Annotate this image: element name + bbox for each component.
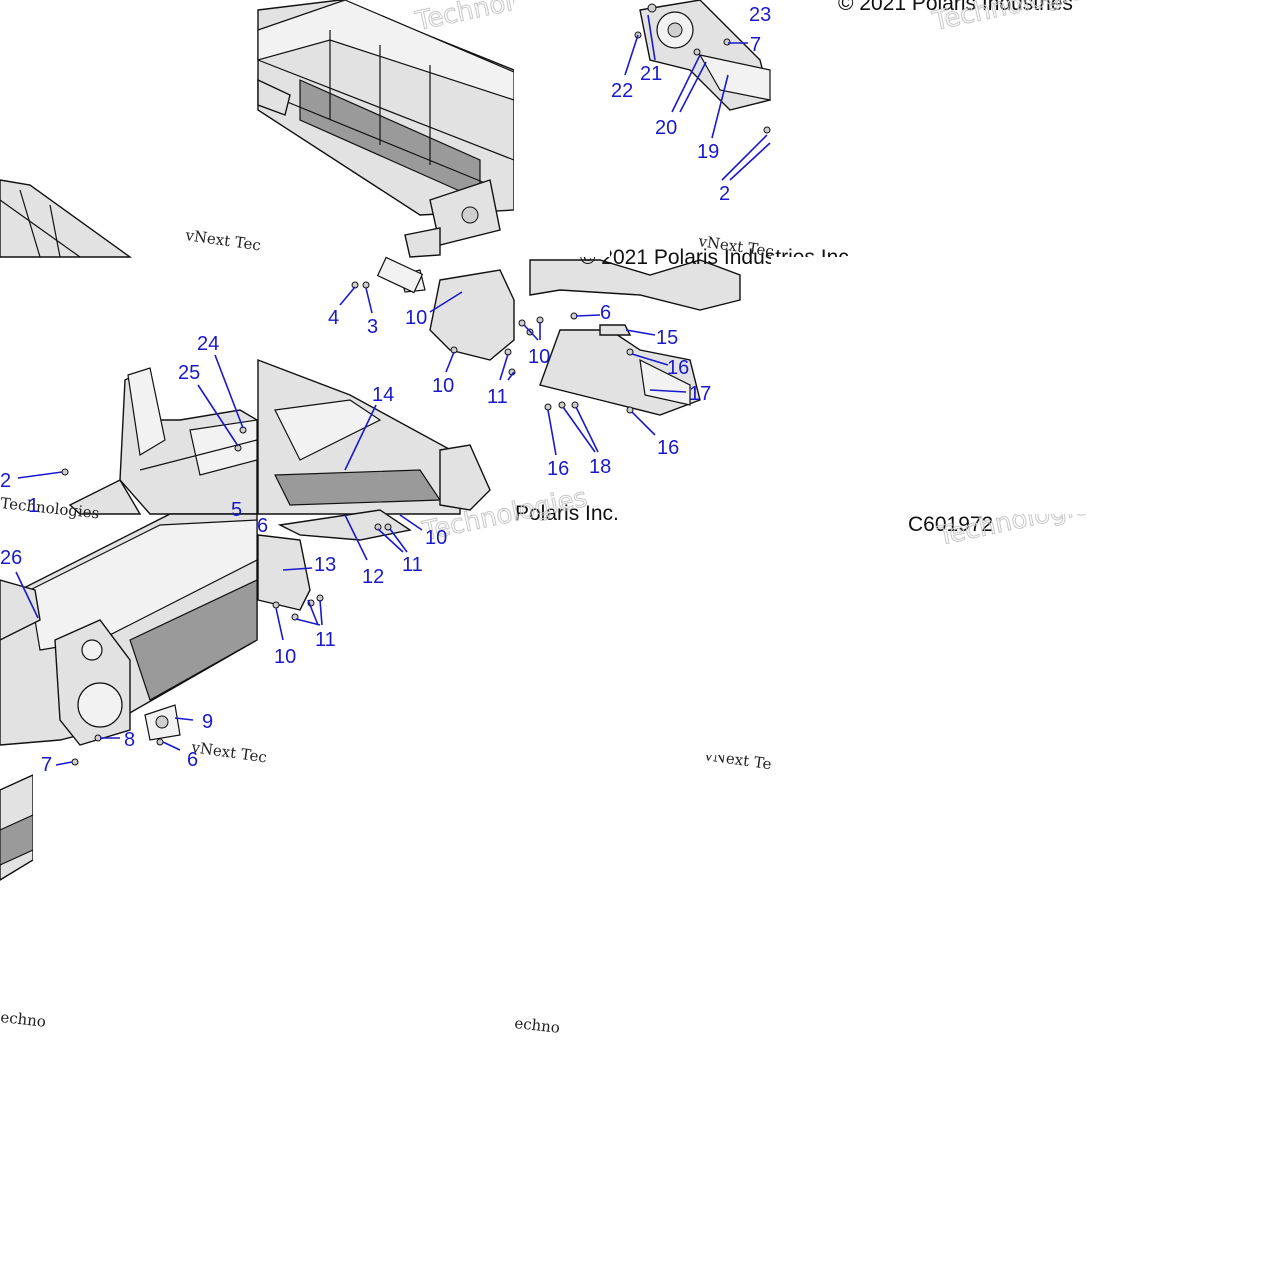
callout-23: 23 bbox=[749, 4, 771, 26]
callout-10: 10 bbox=[405, 307, 427, 329]
callout-8: 8 bbox=[124, 729, 135, 751]
watermark: vNext Tec bbox=[183, 226, 262, 255]
copyright-text-top: © 2021 Polaris Industries bbox=[838, 0, 1073, 15]
frame-rail-top bbox=[257, 0, 515, 258]
callout-19: 19 bbox=[697, 141, 719, 163]
callout-7: 7 bbox=[750, 34, 761, 56]
callout-6: 6 bbox=[187, 749, 198, 771]
blank-region bbox=[33, 771, 514, 1001]
callouts-tile-b bbox=[624, 14, 771, 181]
callout-26: 26 bbox=[0, 547, 22, 569]
tunnel-front bbox=[0, 513, 258, 766]
callout-20: 20 bbox=[655, 117, 677, 139]
callout-9: 9 bbox=[202, 711, 213, 733]
callout-22: 22 bbox=[611, 80, 633, 102]
callout-16: 16 bbox=[657, 437, 679, 459]
blank-region bbox=[0, 0, 257, 175]
blank-region bbox=[771, 545, 1285, 1285]
callout-10: 10 bbox=[432, 375, 454, 397]
callout-5: 5 bbox=[231, 499, 242, 521]
front-bulkhead bbox=[61, 367, 258, 515]
diagram-code: C601972 bbox=[908, 513, 993, 536]
callout-7: 7 bbox=[41, 754, 52, 776]
callout-18: 18 bbox=[589, 456, 611, 478]
callout-16: 16 bbox=[547, 458, 569, 480]
callout-21: 21 bbox=[640, 63, 662, 85]
callout-14: 14 bbox=[372, 384, 394, 406]
callout-15: 15 bbox=[656, 327, 678, 349]
callout-6: 6 bbox=[257, 515, 268, 537]
callout-6: 6 bbox=[600, 302, 611, 324]
callout-24: 24 bbox=[197, 333, 219, 355]
callout-10: 10 bbox=[425, 527, 447, 549]
callout-25: 25 bbox=[178, 362, 200, 384]
copyright-text-partial: Polaris Inc. bbox=[515, 502, 619, 525]
callouts-tile-d bbox=[339, 286, 515, 471]
callout-12: 12 bbox=[362, 566, 384, 588]
blank-region bbox=[514, 535, 771, 755]
callout-13: 13 bbox=[314, 554, 336, 576]
watermark: echno bbox=[514, 1014, 561, 1037]
chaincase-plate bbox=[634, 0, 771, 134]
callouts-tile-g bbox=[275, 514, 423, 641]
callouts-tile-c bbox=[17, 354, 244, 479]
tunnel-fragment bbox=[0, 773, 34, 881]
callout-10: 10 bbox=[274, 646, 296, 668]
callout-2: 2 bbox=[719, 183, 730, 205]
callout-10: 10 bbox=[528, 346, 550, 368]
callout-3: 3 bbox=[367, 316, 378, 338]
frame-rail-left-fragment bbox=[0, 179, 133, 258]
callout-11: 11 bbox=[315, 629, 336, 651]
callout-4: 4 bbox=[328, 307, 339, 329]
callout-11: 11 bbox=[487, 386, 508, 408]
blank-region bbox=[771, 257, 1285, 514]
callout-2: 2 bbox=[0, 470, 11, 492]
callout-1: 1 bbox=[28, 495, 39, 517]
watermark: echno bbox=[0, 1008, 47, 1031]
callout-16: 16 bbox=[667, 357, 689, 379]
callouts-tile-e bbox=[523, 314, 687, 456]
callout-labels: 23 7 21 22 20 19 2 4 3 10 10 11 14 24 25… bbox=[0, 4, 771, 776]
blank-region bbox=[514, 0, 610, 257]
watermark: Technologies bbox=[929, 0, 1100, 37]
center-assembly bbox=[257, 256, 516, 515]
rear-brackets bbox=[518, 259, 741, 416]
callout-17: 17 bbox=[689, 383, 711, 405]
callout-11: 11 bbox=[402, 554, 423, 576]
watermark: vNext Tec bbox=[189, 738, 268, 767]
lower-brackets bbox=[257, 509, 412, 621]
callouts-tile-f bbox=[15, 571, 194, 766]
